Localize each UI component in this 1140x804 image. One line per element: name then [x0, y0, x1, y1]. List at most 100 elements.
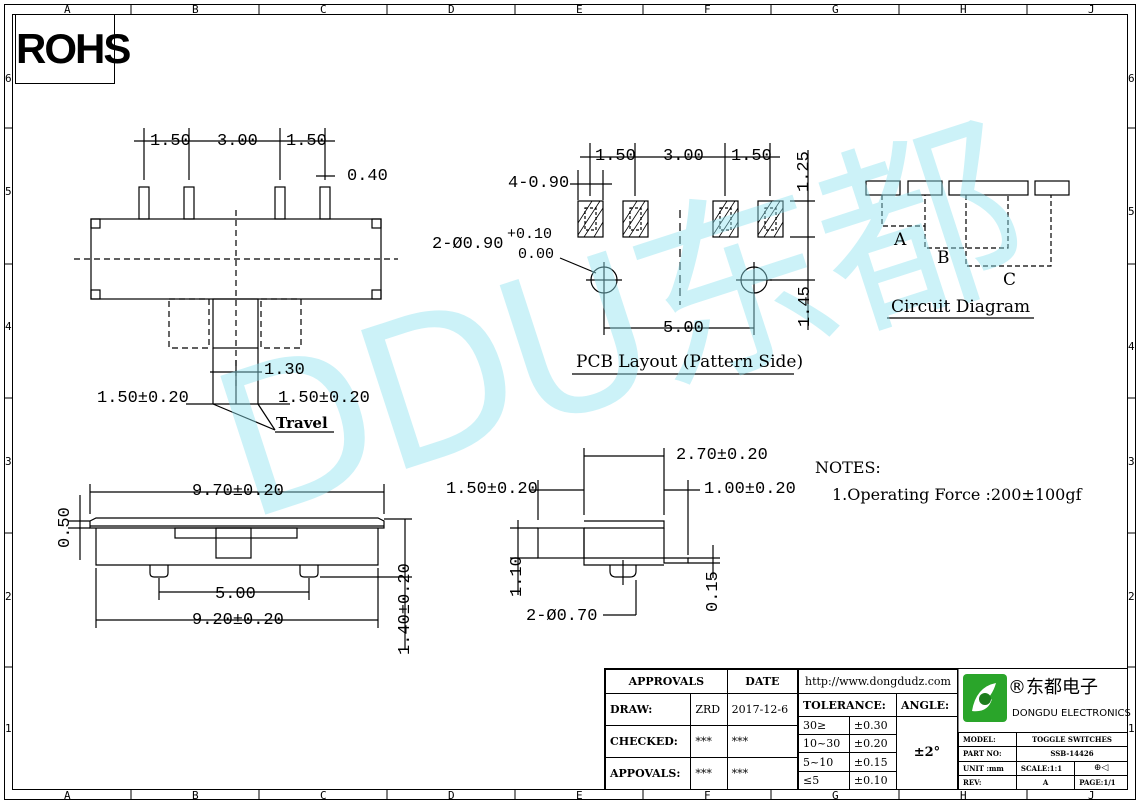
hole-tol-lower: 0.00 [518, 246, 555, 263]
checked-by: *** [690, 725, 728, 758]
model-value: TOGGLE SWITCHES [1015, 731, 1129, 748]
top-view [74, 128, 398, 433]
angle-label: ANGLE: [895, 693, 959, 717]
frame-row-6: 6 [5, 72, 12, 85]
circuit-label-c: C [1003, 270, 1017, 290]
frame-row-2-right: 2 [1128, 590, 1135, 603]
top-dim-2: 3.00 [217, 132, 258, 151]
frame-row-3-right: 3 [1128, 455, 1135, 468]
frame-col-d-bottom: D [448, 789, 455, 802]
draw-date: 2017-12-6 [726, 693, 799, 726]
rev-label: REV: [958, 774, 1017, 791]
peg-dia-dim: 2-Ø0.70 [526, 607, 598, 626]
circuit-title: Circuit Diagram [891, 297, 1031, 317]
frame-col-f-bottom: F [704, 789, 711, 802]
date-header: DATE [726, 669, 799, 694]
company-name-cn: ®东都电子 [1008, 677, 1098, 698]
frame-row-3: 3 [5, 455, 12, 468]
frame-row-6-right: 6 [1128, 72, 1135, 85]
thickness-dim: 0.15 [704, 571, 723, 612]
frame-row-5-right: 5 [1128, 205, 1135, 218]
length-dim: 9.70±0.20 [192, 482, 284, 501]
tol-range-3: ≤5 [798, 770, 850, 791]
url: http://www.dongdudz.com [798, 668, 958, 695]
height-top-dim: 0.50 [56, 507, 75, 548]
circuit-diagram [865, 180, 1070, 319]
part-value: SSB-14426 [1015, 746, 1129, 762]
frame-col-e-bottom: E [576, 789, 583, 802]
pcb-layout [559, 143, 815, 375]
top-dim-1: 1.50 [150, 132, 191, 151]
body-height-dim: 1.10 [508, 556, 527, 597]
circuit-label-b: B [937, 248, 950, 268]
tolerance-table: http://www.dongdudz.com TOLERANCE: ANGLE… [798, 668, 959, 791]
pad-size-dim: 4-0.90 [508, 174, 570, 193]
side-right-dim: 1.00±0.20 [704, 480, 796, 499]
circuit-label-a: A [894, 230, 907, 250]
company-name-en: DONGDU ELECTRONICS [1012, 708, 1131, 719]
frame-col-g-bottom: G [832, 789, 839, 802]
frame-col-e: E [576, 3, 583, 16]
frame-col-c: C [320, 3, 327, 16]
frame-col-h: H [960, 3, 967, 16]
info-table: MODEL: TOGGLE SWITCHES PART NO: SSB-1442… [958, 731, 1129, 791]
frame-row-1: 1 [5, 722, 12, 735]
frame-col-f: F [704, 3, 711, 16]
company-logo-icon [963, 674, 1007, 722]
part-label: PART NO: [958, 746, 1017, 762]
model-label: MODEL: [958, 731, 1017, 748]
tol-value-0: ±0.30 [848, 715, 897, 736]
pin-width-dim: 0.40 [347, 167, 388, 186]
appvals-date: *** [726, 757, 799, 790]
tol-range-0: 30≥ [798, 715, 850, 736]
base-length-dim: 9.20±0.20 [192, 611, 284, 630]
top-dim-3: 1.50 [286, 132, 327, 151]
travel-left-dim: 1.50±0.20 [97, 389, 189, 408]
hole-spacing-dim: 5.00 [663, 319, 704, 338]
tol-value-3: ±0.10 [848, 770, 897, 791]
pad-height-dim: 1.25 [795, 151, 814, 192]
approvals-table: APPROVALS DATE DRAW: ZRD 2017-12-6 CHECK… [604, 669, 799, 790]
rohs-label: ROHS [15, 14, 131, 84]
page-value: PAGE:1/1 [1074, 774, 1128, 791]
rev-value: A [1015, 774, 1076, 791]
pcb-dim-2: 3.00 [663, 147, 704, 166]
hole-tol-upper: +0.10 [507, 226, 553, 243]
checked-date: *** [726, 725, 799, 758]
frame-col-h-bottom: H [960, 789, 967, 802]
tol-value-2: ±0.15 [848, 752, 897, 772]
tol-range-2: 5~10 [798, 752, 850, 772]
side-left-dim: 1.50±0.20 [446, 480, 538, 499]
pcb-dim-3: 1.50 [731, 147, 772, 166]
tol-range-1: 10~30 [798, 734, 850, 754]
frame-col-g: G [832, 3, 839, 16]
frame-row-4-right: 4 [1128, 340, 1135, 353]
hole-label: 2-Ø0.90 [432, 235, 504, 254]
pitch-center-dim: 1.30 [264, 361, 305, 380]
frame-col-b: B [192, 3, 199, 16]
total-height-dim: 1.40±0.20 [396, 563, 415, 655]
side-view [510, 448, 720, 616]
frame-row-4: 4 [5, 320, 12, 333]
projection-icon: ⊕◁ [1074, 760, 1128, 776]
checked-label: CHECKED: [604, 725, 692, 758]
hole-offset-dim: 1.45 [796, 286, 815, 327]
appvals-label: APPOVALS: [604, 757, 692, 790]
scale-label: SCALE:1:1 [1015, 760, 1076, 776]
frame-row-2: 2 [5, 590, 12, 603]
frame-row-5: 5 [5, 185, 12, 198]
tolerance-label: TOLERANCE: [798, 693, 897, 717]
unit-label: UNIT :mm [958, 760, 1017, 776]
travel-right-dim: 1.50±0.20 [278, 389, 370, 408]
angle-value: ±2° [895, 715, 959, 791]
frame-col-a: A [64, 3, 71, 16]
appvals-by: *** [690, 757, 728, 790]
notes-item-1: 1.Operating Force :200±100gf [832, 485, 1082, 504]
approvals-header: APPROVALS [605, 669, 728, 694]
actuator-dim: 2.70±0.20 [676, 446, 768, 465]
frame-col-j-bottom: J [1088, 789, 1095, 802]
travel-label: Travel [276, 414, 328, 432]
notes-title: NOTES: [815, 458, 881, 477]
frame-col-a-bottom: A [64, 789, 71, 802]
